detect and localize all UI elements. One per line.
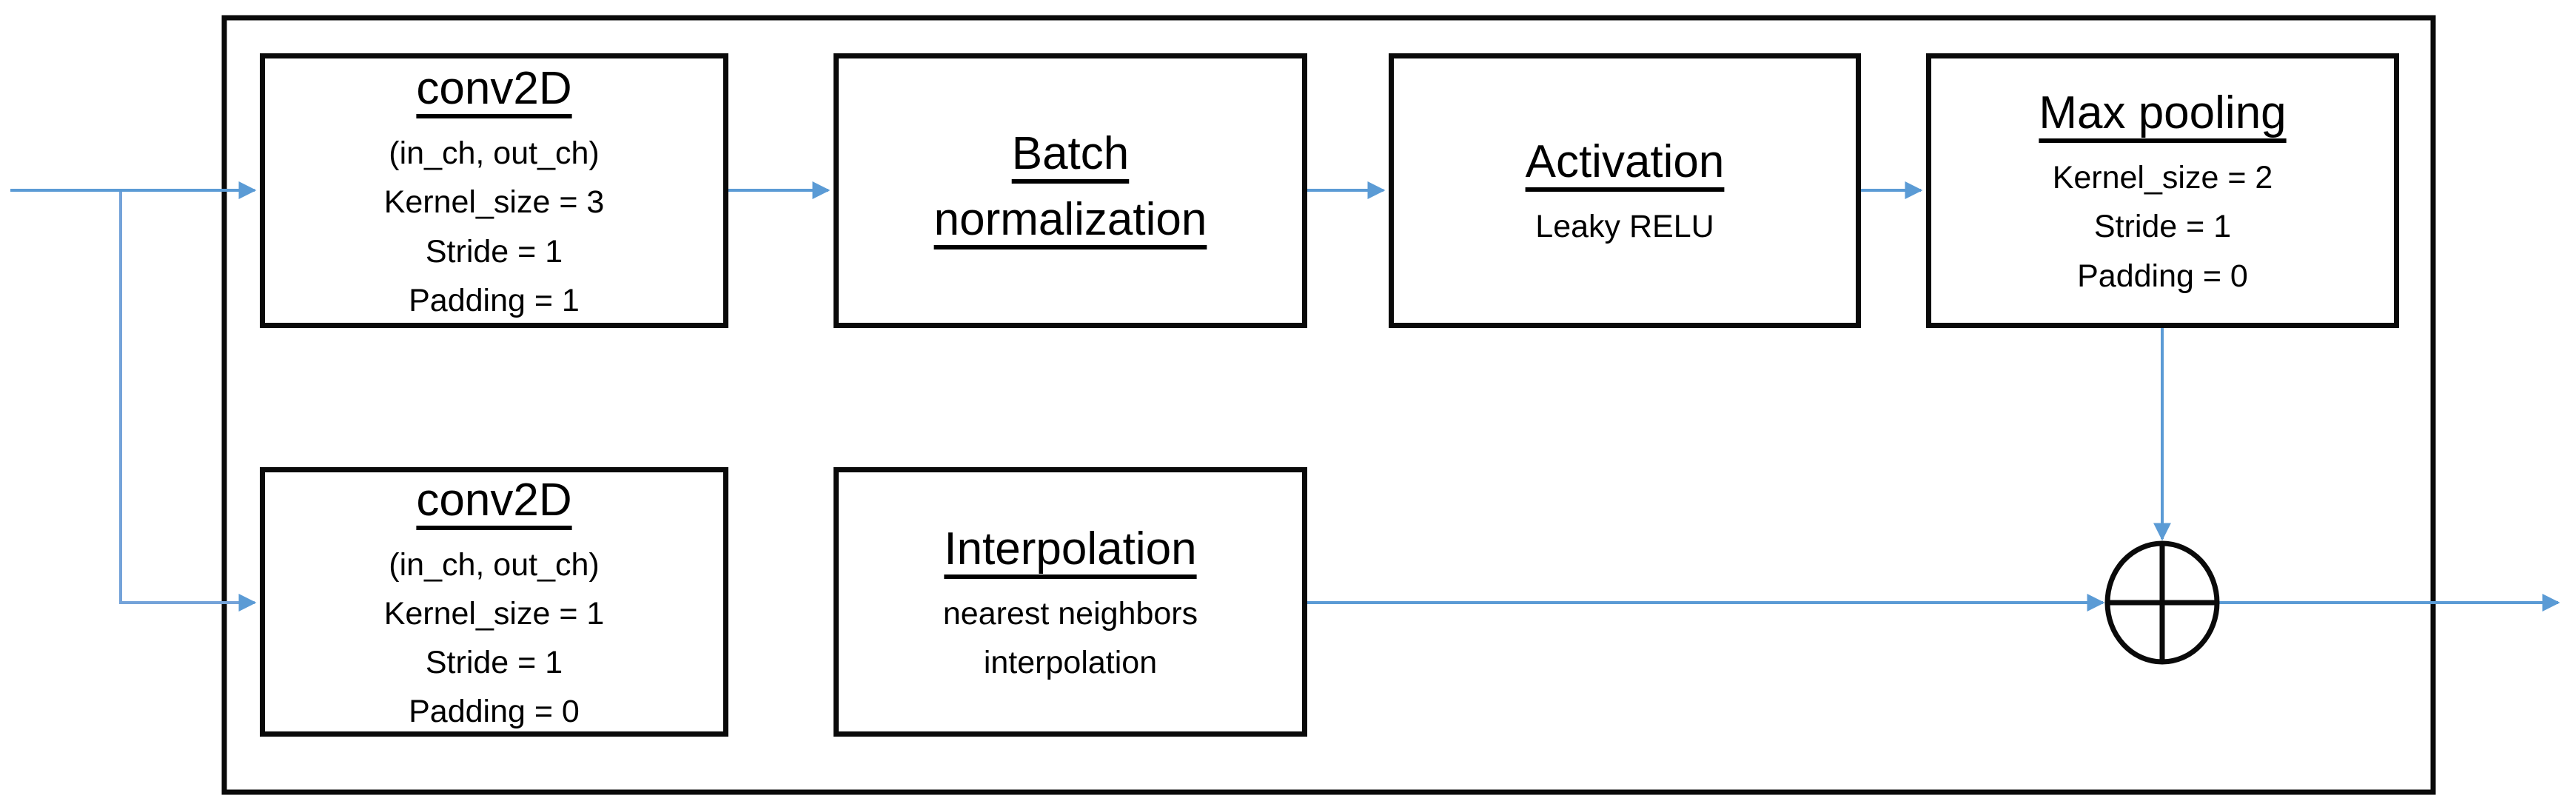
block-param: Kernel_size = 2 [2052,160,2273,196]
block-param: Kernel_size = 3 [383,184,605,221]
block-param: Leaky RELU [1535,209,1714,245]
block-activation: Activation Leaky RELU [1389,53,1861,328]
block-conv2d-bottom: conv2D (in_ch, out_ch) Kernel_size = 1 S… [260,467,728,737]
block-conv2d-top: conv2D (in_ch, out_ch) Kernel_size = 3 S… [260,53,728,328]
block-batch-normalization: Batch normalization [833,53,1307,328]
block-title: conv2D [416,474,572,526]
block-title: Max pooling [2039,87,2287,139]
block-param: Padding = 1 [409,282,580,318]
block-param: nearest neighbors interpolation [942,595,1198,681]
block-param: Stride = 1 [425,645,563,681]
block-param: (in_ch, out_ch) [389,135,600,172]
block-param: (in_ch, out_ch) [389,546,600,583]
block-param: Padding = 0 [2077,258,2248,294]
block-max-pooling: Max pooling Kernel_size = 2 Stride = 1 P… [1926,53,2399,328]
block-title: conv2D [416,63,572,115]
block-param: Padding = 0 [409,694,580,730]
block-param: Kernel_size = 1 [383,595,605,632]
block-param: Stride = 1 [2093,209,2232,245]
block-title: Activation [1525,136,1725,188]
block-param: Stride = 1 [425,233,563,269]
outer-frame [221,15,2436,795]
skip-branch-arrow [119,192,257,612]
block-interpolation: Interpolation nearest neighbors interpol… [833,467,1307,737]
block-title: Batch normalization [933,128,1207,245]
sum-node-icon [2104,540,2220,665]
block-title: Interpolation [944,523,1197,574]
